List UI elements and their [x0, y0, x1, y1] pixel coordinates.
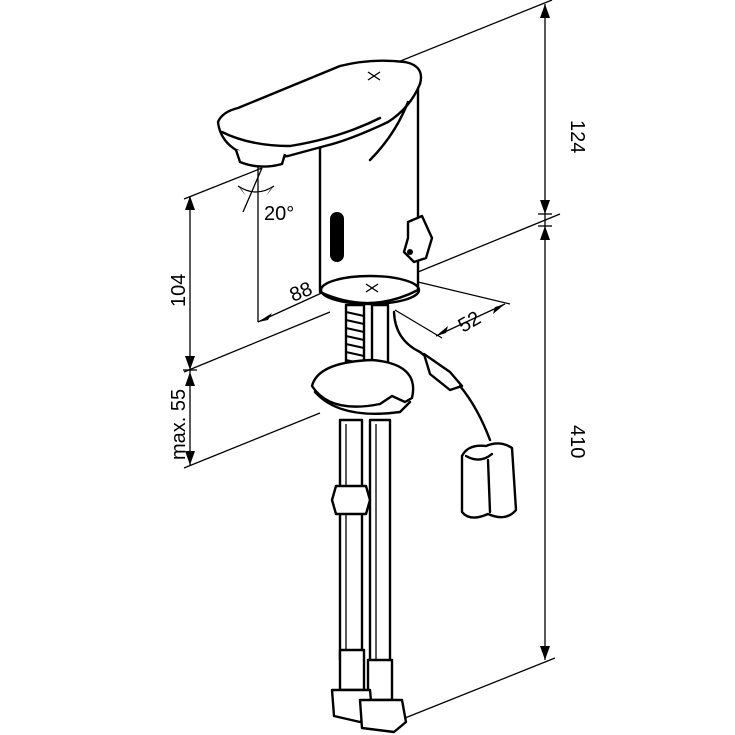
dim-104-label: 104	[168, 274, 190, 307]
angle-20-label: 20°	[264, 203, 294, 225]
battery-pack	[392, 310, 518, 519]
dim-410-label: 410	[566, 425, 588, 458]
dim-max55-label: max. 55	[168, 389, 190, 460]
dim-88-label: 88	[287, 278, 316, 307]
mounting-parts	[310, 303, 415, 734]
dim-124-label: 124	[566, 120, 588, 153]
faucet-body	[216, 59, 434, 306]
dim-52-label: 52	[455, 307, 485, 337]
